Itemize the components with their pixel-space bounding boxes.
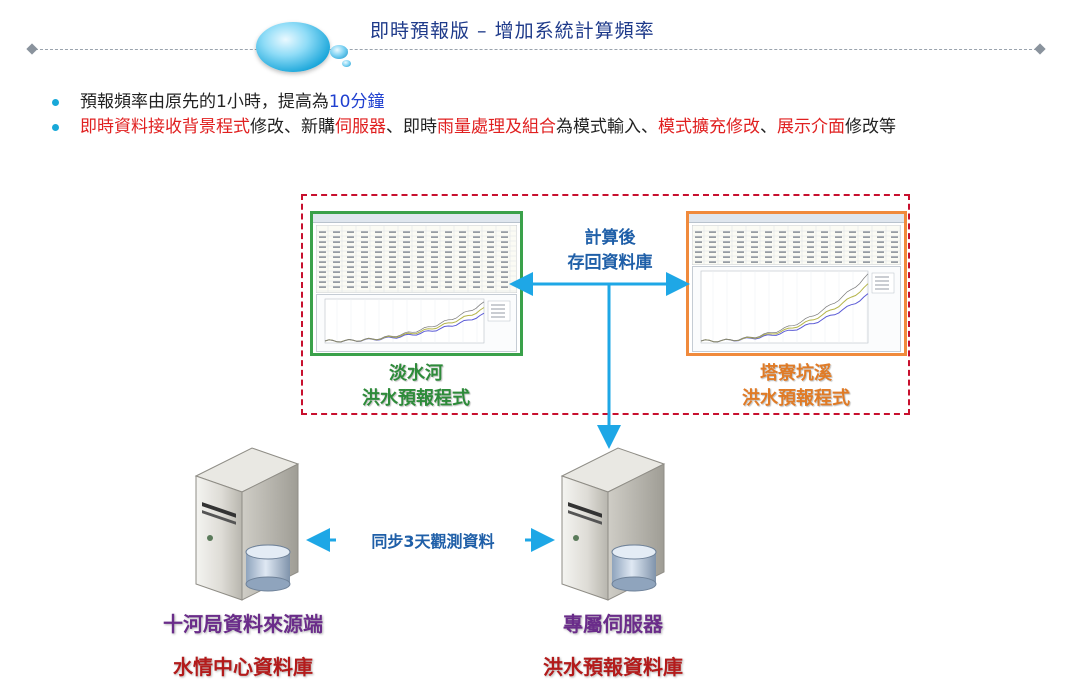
source-server-icon <box>194 447 300 601</box>
bullet-dot-icon <box>52 99 59 106</box>
right-program-name: 塔寮坑溪 <box>760 363 832 384</box>
title-divider <box>30 49 1042 50</box>
tamsui-program-screenshot <box>310 211 523 356</box>
bullet-dot-icon <box>52 124 59 131</box>
data-table-thumbnail <box>692 225 901 265</box>
bullet-item-frequency: 預報頻率由原先的1小時，提高為10分鐘 <box>50 90 1040 115</box>
bullet-fragment: 伺服器 <box>335 117 386 137</box>
bullet-fragment: 模式擴充修改 <box>658 117 760 137</box>
bullet-fragment: 修改、新購 <box>250 117 335 137</box>
slide-title: 即時預報版 – 增加系統計算頻率 <box>370 20 655 42</box>
taliaokeng-program-screenshot <box>686 211 907 356</box>
bullet-fragment: 預報頻率由原先的1小時，提高為 <box>80 92 329 112</box>
left-program-caption: 淡水河 洪水預報程式 <box>316 361 516 411</box>
forecast-programs-group <box>301 194 910 415</box>
bullet-fragment: 展示介面 <box>777 117 845 137</box>
data-table-thumbnail <box>316 225 517 293</box>
hydrograph-thumbnail <box>316 294 517 352</box>
bullet-fragment: 即時資料接收背景程式 <box>80 117 250 137</box>
bullet-fragment: 雨量處理及組合 <box>437 117 556 137</box>
bullet-fragment: 10分鐘 <box>328 92 385 112</box>
bullet-fragment: 、即時 <box>386 117 437 137</box>
bullet-fragment: 修改等 <box>845 117 896 137</box>
dedicated-server-name: 專屬伺服器 <box>563 612 663 636</box>
bullet-2-text: 即時資料接收背景程式修改、新購伺服器、即時雨量處理及組合為模式輸入、模式擴充修改… <box>80 117 896 137</box>
right-program-type: 洪水預報程式 <box>742 388 850 409</box>
dedicated-server-db: 洪水預報資料庫 <box>543 655 683 679</box>
window-toolbar <box>313 214 520 223</box>
water-bubble-icon <box>256 22 330 72</box>
bullet-fragment: 、 <box>760 117 777 137</box>
bullet-item-changes: 即時資料接收背景程式修改、新購伺服器、即時雨量處理及組合為模式輸入、模式擴充修改… <box>50 115 1040 140</box>
bullet-list: 預報頻率由原先的1小時，提高為10分鐘 即時資料接收背景程式修改、新購伺服器、即… <box>50 90 1040 140</box>
source-server-name: 十河局資料來源端 <box>163 612 323 636</box>
small-bubble-icon <box>330 45 348 59</box>
right-program-caption: 塔寮坑溪 洪水預報程式 <box>696 361 896 411</box>
tiny-bubble-icon <box>342 60 351 67</box>
calc-store-label: 計算後 存回資料庫 <box>548 226 672 276</box>
sync-label: 同步3天觀測資料 <box>371 532 495 551</box>
hydrograph-thumbnail <box>692 266 901 352</box>
bullet-1-text: 預報頻率由原先的1小時，提高為10分鐘 <box>80 92 384 112</box>
calc-label-line1: 計算後 <box>584 228 636 248</box>
source-server-db: 水情中心資料庫 <box>173 655 313 679</box>
left-program-type: 洪水預報程式 <box>362 388 470 409</box>
dedicated-server-icon <box>560 447 666 601</box>
window-toolbar <box>689 214 904 223</box>
calc-label-line2: 存回資料庫 <box>567 253 653 273</box>
left-program-name: 淡水河 <box>389 363 443 384</box>
bullet-fragment: 為模式輸入、 <box>556 117 658 137</box>
